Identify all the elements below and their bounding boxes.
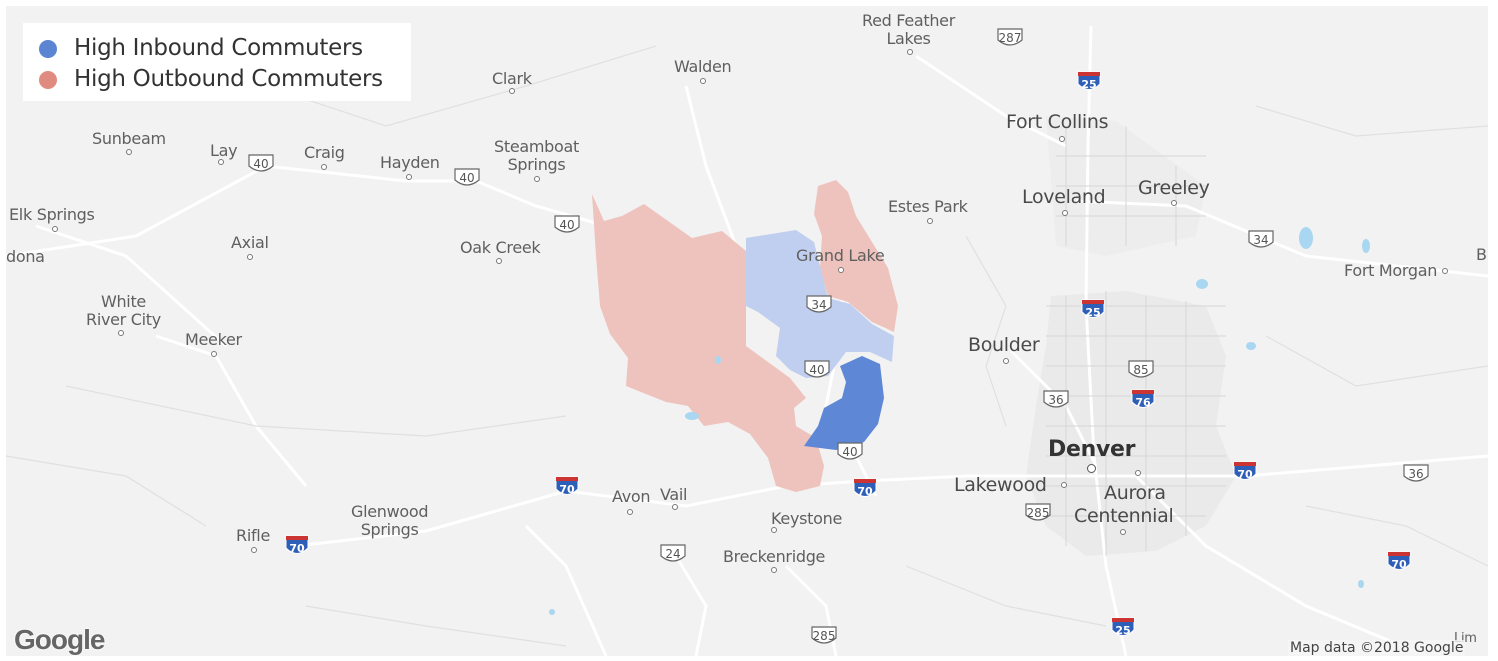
map-basemap (6, 25, 1488, 656)
place-dot (52, 226, 58, 232)
us-route-shield-icon: 85 (1126, 358, 1156, 382)
place-lakewood: Lakewood (954, 474, 1047, 496)
us-route-shield-icon: 40 (835, 440, 865, 464)
us-route-shield-icon: 285 (811, 626, 837, 644)
place-lay: Lay (210, 141, 238, 160)
place-estes-park: Estes Park (888, 197, 968, 216)
place-dot (247, 254, 253, 260)
us-route-shield-icon: 36 (1401, 462, 1431, 486)
place-centennial: Centennial (1074, 505, 1174, 527)
interstate-shield-icon: 70 (554, 475, 580, 499)
place-rifle: Rifle (236, 526, 270, 545)
place-greeley: Greeley (1138, 177, 1210, 199)
place-glenwood-springs: Glenwood Springs (351, 502, 429, 539)
region-inbound-dark (804, 356, 884, 450)
legend-swatch-inbound (39, 40, 57, 58)
denver-urban-area (1026, 291, 1236, 556)
us-route-shield-icon: 40 (452, 166, 482, 190)
interstate-shield-icon: 70 (1232, 460, 1258, 484)
place-oak-creek: Oak Creek (460, 238, 541, 257)
place-dot (218, 159, 224, 165)
place-craig: Craig (304, 143, 345, 162)
place-dot (126, 149, 132, 155)
place-fort-morgan: Fort Morgan (1344, 261, 1438, 280)
place-dot (838, 267, 844, 273)
map-legend: High Inbound Commuters High Outbound Com… (23, 23, 411, 101)
place-meeker: Meeker (185, 330, 242, 349)
place-vail: Vail (660, 485, 688, 504)
interstate-shield-icon: 76 (1130, 388, 1156, 412)
place-dot (1171, 200, 1177, 206)
us-route-shield-icon: 34 (804, 293, 834, 317)
place-dot (700, 78, 706, 84)
us-route-shield-icon: 40 (552, 213, 582, 237)
place-denver: Denver (1048, 437, 1136, 462)
place-dot (321, 164, 327, 170)
place-hayden: Hayden (380, 153, 440, 172)
place-dot (496, 258, 502, 264)
place-edge-b: B (1476, 245, 1487, 264)
place-dot (1003, 358, 1009, 364)
place-dot (211, 351, 217, 357)
place-dot (118, 330, 124, 336)
interstate-shield-icon: 70 (852, 477, 878, 501)
place-dot (1062, 210, 1068, 216)
legend-label-outbound: High Outbound Commuters (74, 66, 383, 92)
interstate-shield-icon: 25 (1110, 616, 1136, 640)
place-red-feather-lakes: Red Feather Lakes (862, 11, 955, 48)
place-grand-lake: Grand Lake (796, 246, 885, 265)
place-dot (1442, 268, 1448, 274)
map-canvas[interactable]: Red Feather Lakes Walden Clark Fort Coll… (6, 6, 1488, 656)
place-breckenridge: Breckenridge (723, 547, 826, 566)
place-dot (1061, 482, 1067, 488)
place-dot (509, 88, 515, 94)
region-outbound-grand-lake (814, 180, 898, 332)
us-route-shield-icon: 24 (658, 542, 688, 566)
interstate-shield-icon: 70 (1386, 550, 1412, 574)
place-loveland: Loveland (1022, 186, 1106, 208)
place-aurora: Aurora (1104, 482, 1166, 504)
place-dot (1087, 464, 1096, 473)
place-axial: Axial (231, 233, 269, 252)
legend-label-inbound: High Inbound Commuters (74, 35, 363, 61)
place-dot (907, 49, 913, 55)
us-route-shield-icon: 285 (1025, 503, 1051, 521)
us-route-shield-icon: 287 (997, 28, 1023, 46)
place-dot (251, 547, 257, 553)
place-dot (927, 218, 933, 224)
place-white-river-city: White River City (86, 292, 161, 329)
us-route-shield-icon: 34 (1246, 228, 1276, 252)
place-sunbeam: Sunbeam (92, 129, 166, 148)
place-elk-springs: Elk Springs (9, 205, 95, 224)
place-dot (406, 174, 412, 180)
place-clark: Clark (492, 69, 532, 88)
place-dot (1059, 136, 1065, 142)
place-avon: Avon (612, 487, 651, 506)
us-route-shield-icon: 40 (802, 358, 832, 382)
place-dot (771, 527, 777, 533)
place-steamboat-springs: Steamboat Springs (494, 137, 579, 174)
interstate-shield-icon: 25 (1076, 70, 1102, 94)
place-dot (627, 509, 633, 515)
map-attribution[interactable]: Map data ©2018 Google (1288, 640, 1466, 656)
place-fort-collins: Fort Collins (1006, 111, 1109, 133)
google-logo[interactable]: Google (14, 624, 105, 655)
interstate-shield-icon: 25 (1080, 298, 1106, 322)
place-dot (771, 567, 777, 573)
interstate-shield-icon: 70 (284, 534, 310, 558)
place-dot (534, 176, 540, 182)
place-dot (1120, 529, 1126, 535)
place-dot (1135, 470, 1141, 476)
place-dona: dona (6, 247, 45, 266)
place-boulder: Boulder (968, 334, 1040, 356)
us-route-shield-icon: 36 (1041, 388, 1071, 412)
place-keystone: Keystone (771, 509, 842, 528)
place-walden: Walden (674, 57, 732, 76)
region-outbound-west (592, 194, 824, 492)
legend-swatch-outbound (39, 71, 57, 89)
place-dot (672, 504, 678, 510)
us-route-shield-icon: 40 (246, 152, 276, 176)
